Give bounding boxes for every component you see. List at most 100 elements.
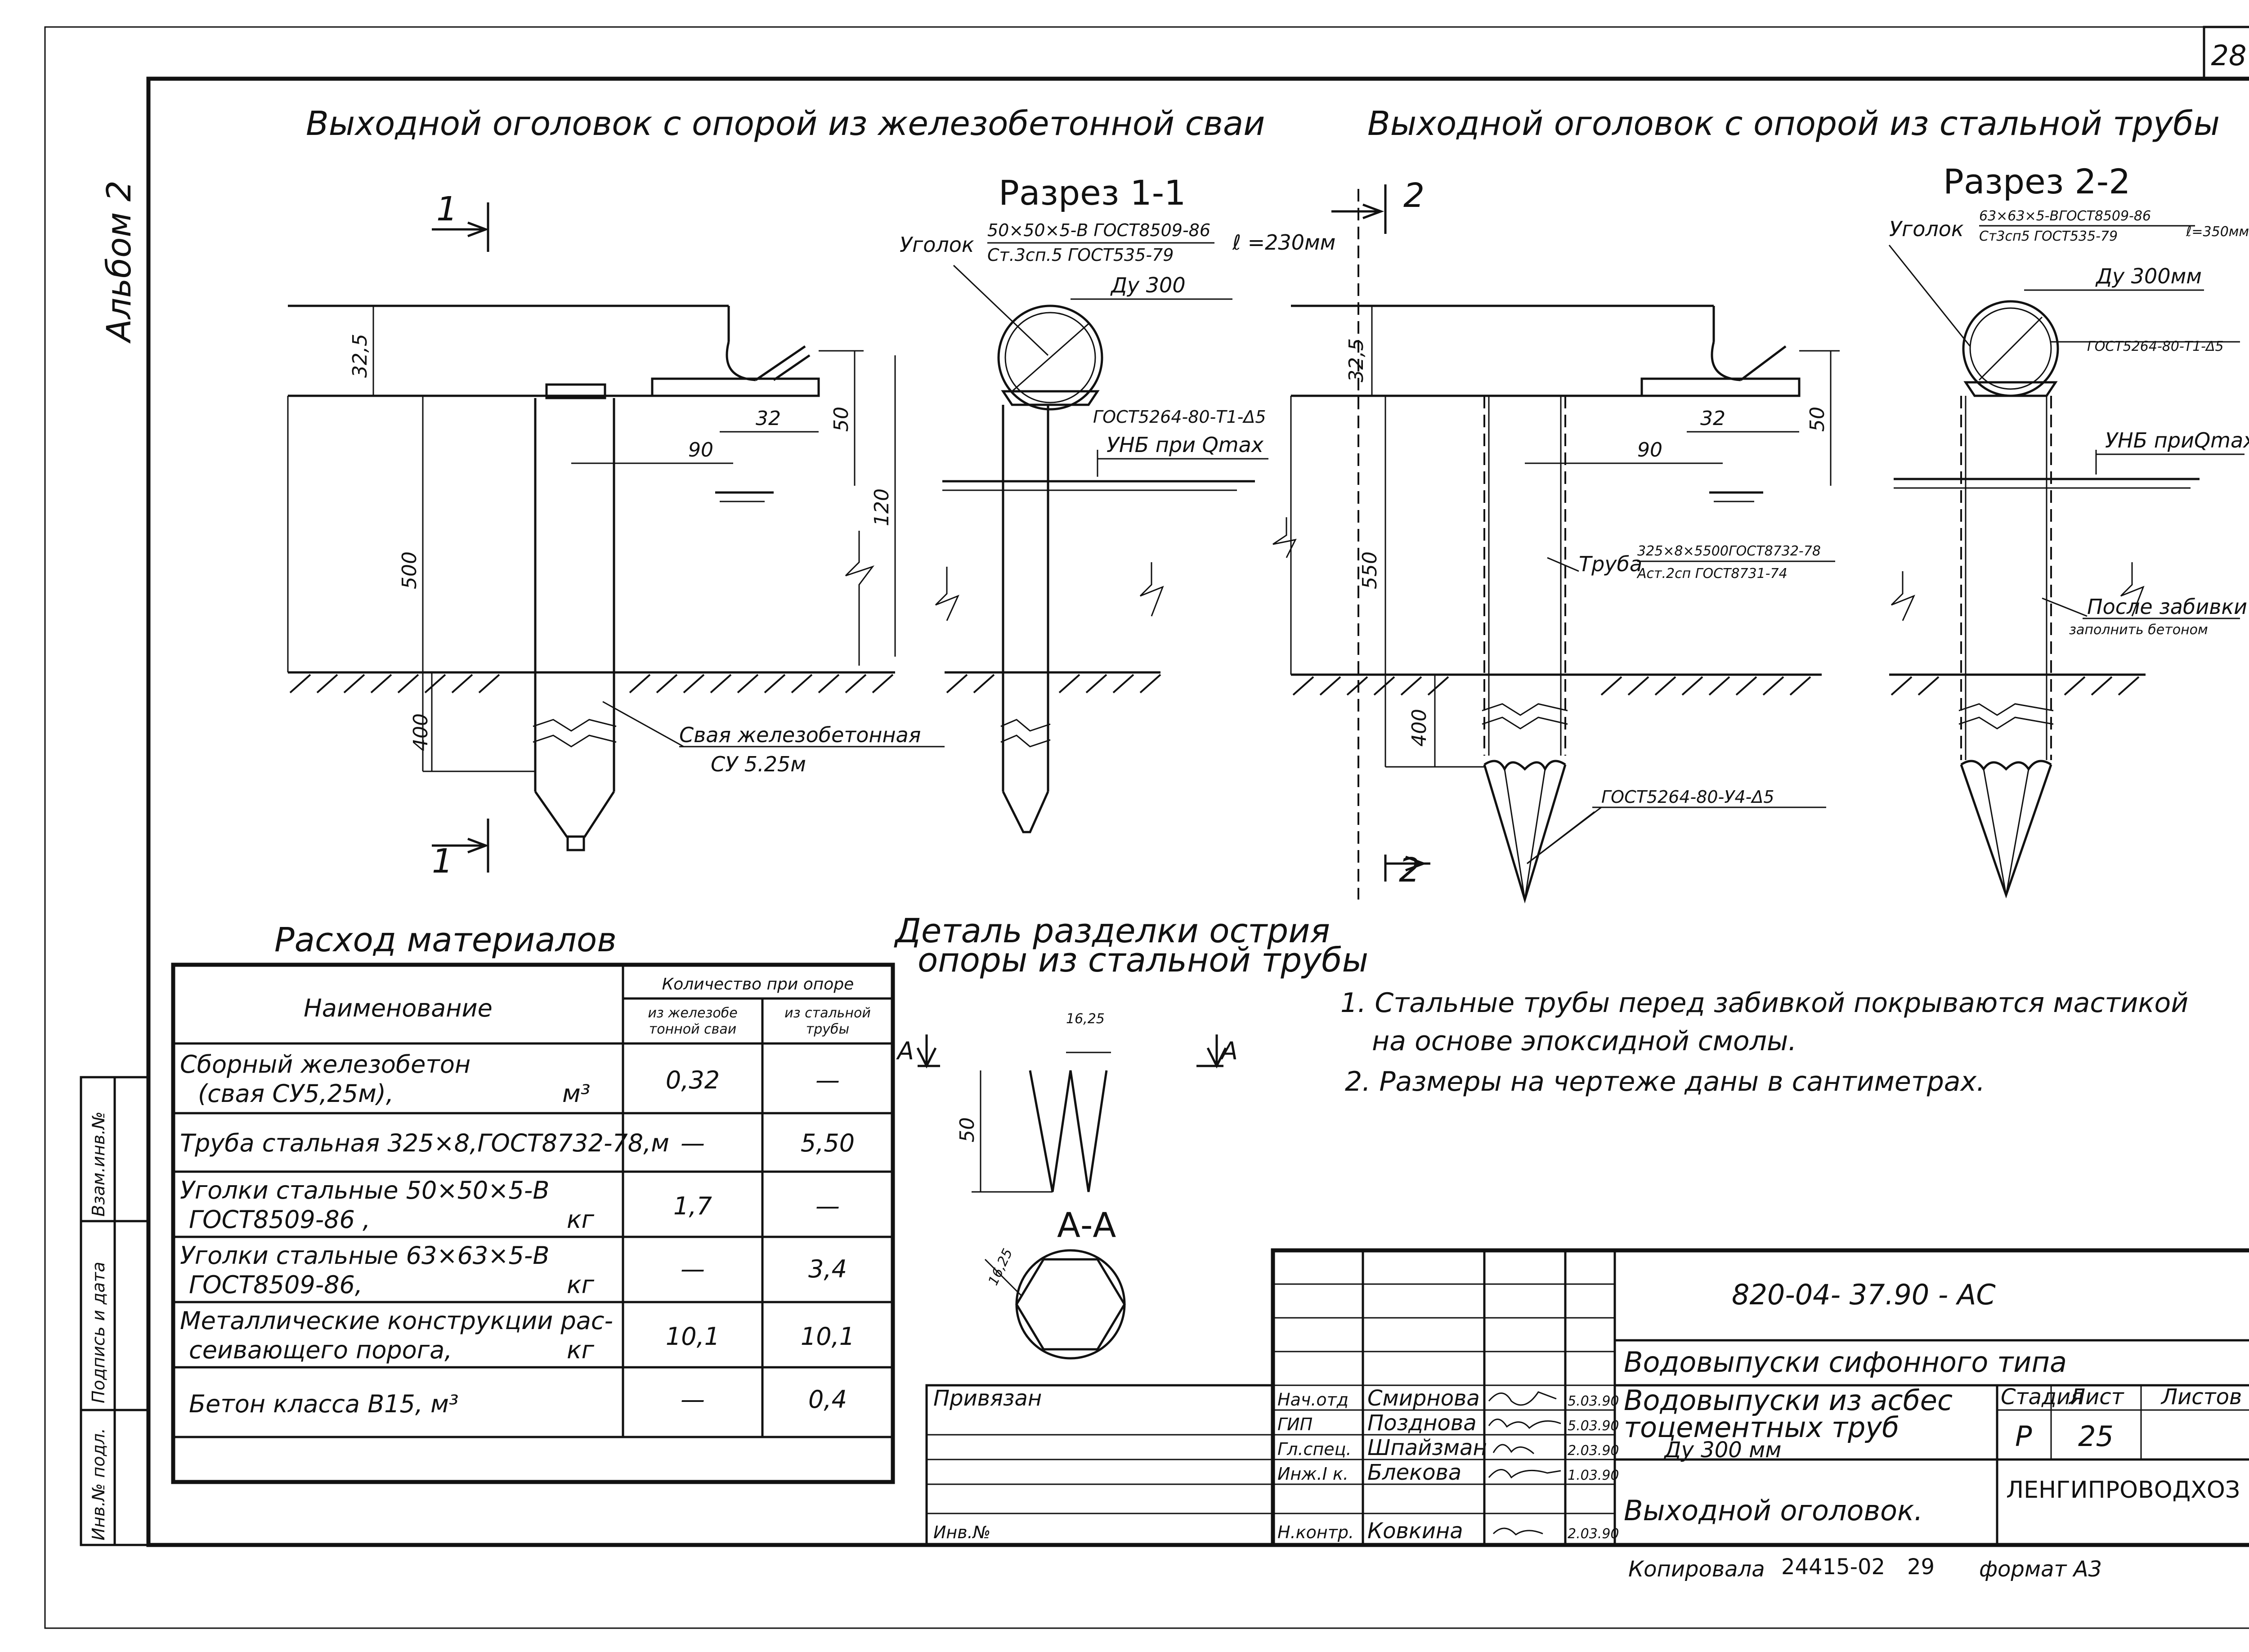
detail-drawing: А А 16,25 50 А-А 16,25 [896, 1011, 1238, 1360]
materials-row-4-rc: 10,1 [666, 1322, 720, 1351]
stamp-role-1: ГИП [1277, 1415, 1313, 1434]
stamp-signature-row: Н.контр. Ковкина 2.03.90 [1277, 1518, 1619, 1544]
section-mark-1-bottom: 1 [432, 842, 453, 881]
section-2-fill-2: заполнить бетоном [2069, 622, 2208, 638]
detail-mark-left: А [896, 1037, 914, 1065]
detail-dim-hex: 16,25 [986, 1246, 1016, 1288]
left-view-title: Выходной оголовок с опорой из железобето… [306, 104, 1265, 143]
copy-sheet: 29 [1907, 1554, 1935, 1580]
detail-dim-top: 16,25 [1066, 1011, 1105, 1027]
materials-row: Металлические конструкции рас- сеивающег… [180, 1307, 855, 1364]
left-dim-400: 400 [409, 713, 432, 751]
materials-row-0-l2: (свая СУ5,25м), [198, 1079, 394, 1108]
section-1-angle-num: 50×50×5-В ГОСТ8509-86 [987, 220, 1210, 240]
section-2-angle-prefix: Уголок [1889, 217, 1964, 241]
left-dim-32: 32 [756, 407, 781, 430]
stamp-name-1: Позднова [1367, 1410, 1477, 1436]
stamp-inv: Инв.№ [933, 1522, 990, 1542]
section-2-angle-num: 63×63×5-ВГОСТ8509-86 [1979, 208, 2151, 224]
materials-row: Бетон класса В15, м³ — 0,4 [189, 1385, 847, 1418]
side-stamp-inv: Инв.№ подл. [89, 1428, 108, 1540]
detail-title-2: опоры из стальной трубы [918, 941, 1368, 980]
materials-row-1-rc: — [681, 1129, 705, 1157]
signature-2 [1492, 1444, 1535, 1455]
stamp-role-2: Гл.спец. [1277, 1439, 1352, 1459]
note-1: 1. Стальные трубы перед забивкой покрыва… [1340, 987, 2188, 1019]
stamp-sheet-name: Выходной оголовок. [1624, 1494, 1923, 1527]
stamp-date-3: 1.03.90 [1568, 1468, 1619, 1483]
stamp-subtitle-1: Водовыпуски из асбес [1624, 1384, 1953, 1417]
stamp-subtitle-3: Ду 300 мм [1663, 1437, 1781, 1463]
signature-0 [1488, 1391, 1557, 1406]
detail-dim-50: 50 [956, 1117, 979, 1142]
section-mark-2-bottom: 2 [1399, 851, 1420, 890]
materials-row-5-rc: — [681, 1385, 705, 1414]
section-2-drawing: Уголок 63×63×5-ВГОСТ8509-86 Ст3сп5 ГОСТ5… [1888, 208, 2249, 899]
detail-title-1: Деталь разделки острия [894, 912, 1330, 950]
stamp-date-4: 2.03.90 [1568, 1526, 1619, 1542]
stamp-role-3: Инж.I к. [1277, 1464, 1349, 1484]
detail-section-aa: А-А [1057, 1205, 1116, 1245]
sheet-number: 28 [2211, 39, 2247, 72]
section-1-unb: УНБ при Qmax [1107, 433, 1264, 457]
stamp-title: Водовыпуски сифонного типа [1624, 1346, 2067, 1379]
stamp-signature-row: Нач.отд Смирнова 5.03.90 [1277, 1386, 1619, 1411]
materials-col-st-2: трубы [806, 1021, 849, 1037]
album-label: Альбом 2 [100, 180, 139, 344]
right-dim-550: 550 [1358, 551, 1381, 589]
right-pipe-num: 325×8×5500ГОСТ8732-78 [1637, 543, 1821, 559]
materials-row-3-st: 3,4 [808, 1255, 847, 1283]
stamp-sheet-no: 25 [2078, 1420, 2114, 1453]
right-dim-400: 400 [1408, 709, 1431, 747]
materials-row-2-l1: Уголки стальные 50×50×5-В [180, 1176, 549, 1204]
materials-row-0-rc: 0,32 [666, 1066, 720, 1094]
title-block [925, 1248, 2249, 1547]
materials-row-1-st: 5,50 [801, 1129, 855, 1157]
pile-label: Свая железобетонная [679, 723, 921, 747]
stamp-org: ЛЕНГИПРОВОДХОЗ [2006, 1477, 2240, 1504]
stamp-sheet-header: Лист [2068, 1384, 2125, 1410]
section-2-angle-den: Ст3сп5 ГОСТ535-79 [1979, 228, 2118, 244]
materials-row-2-rc: 1,7 [673, 1192, 712, 1220]
materials-row-2-st: — [815, 1192, 840, 1220]
stamp-name-4: Ковкина [1367, 1518, 1463, 1544]
stamp-role-4: Н.контр. [1277, 1522, 1354, 1542]
section-mark-1-top: 1 [436, 190, 457, 228]
right-view-title: Выходной оголовок с опорой из стальной т… [1367, 104, 2220, 143]
materials-row-5-l1: Бетон класса В15, м³ [189, 1390, 459, 1418]
stamp-date-1: 5.03.90 [1568, 1418, 1619, 1434]
right-dim-50: 50 [1806, 407, 1829, 432]
signature-4 [1492, 1527, 1543, 1536]
section-1-weld: ГОСТ5264-80-Т1-Δ5 [1093, 407, 1266, 427]
left-dim-50: 50 [830, 407, 853, 432]
materials-row-0-st: — [815, 1066, 840, 1094]
signature-3 [1488, 1469, 1561, 1479]
section-1-angle-len: ℓ =230мм [1232, 230, 1335, 255]
stamp-name-3: Блекова [1367, 1460, 1461, 1485]
section-1-angle-prefix: Уголок [900, 233, 974, 257]
copy-number: 24415-02 [1781, 1554, 1885, 1580]
materials-col-qty: Количество при опоре [662, 975, 854, 994]
materials-row: Труба стальная 325×8,ГОСТ8732-78,м — 5,5… [180, 1129, 855, 1157]
section-2-weld: ГОСТ5264-80-Т1-Δ5 [2087, 339, 2224, 354]
materials-row-3-rc: — [681, 1255, 705, 1283]
stamp-bound: Привязан [933, 1386, 1042, 1411]
materials-row-5-st: 0,4 [808, 1385, 847, 1414]
pile-mark: СУ 5.25м [711, 752, 806, 776]
materials-row-3-l1: Уголки стальные 63×63×5-В [180, 1241, 549, 1270]
side-stamp-vzam: Взам.инв.№ [89, 1111, 108, 1217]
materials-row-4-st: 10,1 [801, 1322, 855, 1351]
stamp-subtitle-2: тоцементных труб [1624, 1411, 1899, 1444]
materials-row: Уголки стальные 50×50×5-В ГОСТ8509-86 , … [180, 1176, 840, 1234]
section-mark-2-top: 2 [1403, 176, 1425, 215]
stamp-date-2: 2.03.90 [1568, 1443, 1619, 1459]
left-dim-500: 500 [398, 551, 421, 589]
right-tip-weld: ГОСТ5264-80-У4-Δ5 [1601, 787, 1774, 807]
signature-1 [1488, 1419, 1561, 1429]
right-dim-90: 90 [1637, 439, 1662, 461]
stamp-signature-row: ГИП Позднова 5.03.90 [1277, 1410, 1619, 1436]
section-1-drawing: Уголок 50×50×5-В ГОСТ8509-86 Ст.3сп.5 ГО… [900, 220, 1335, 833]
note-1-cont: на основе эпоксидной смолы. [1372, 1025, 1797, 1057]
sheet-number-box [2203, 26, 2249, 80]
